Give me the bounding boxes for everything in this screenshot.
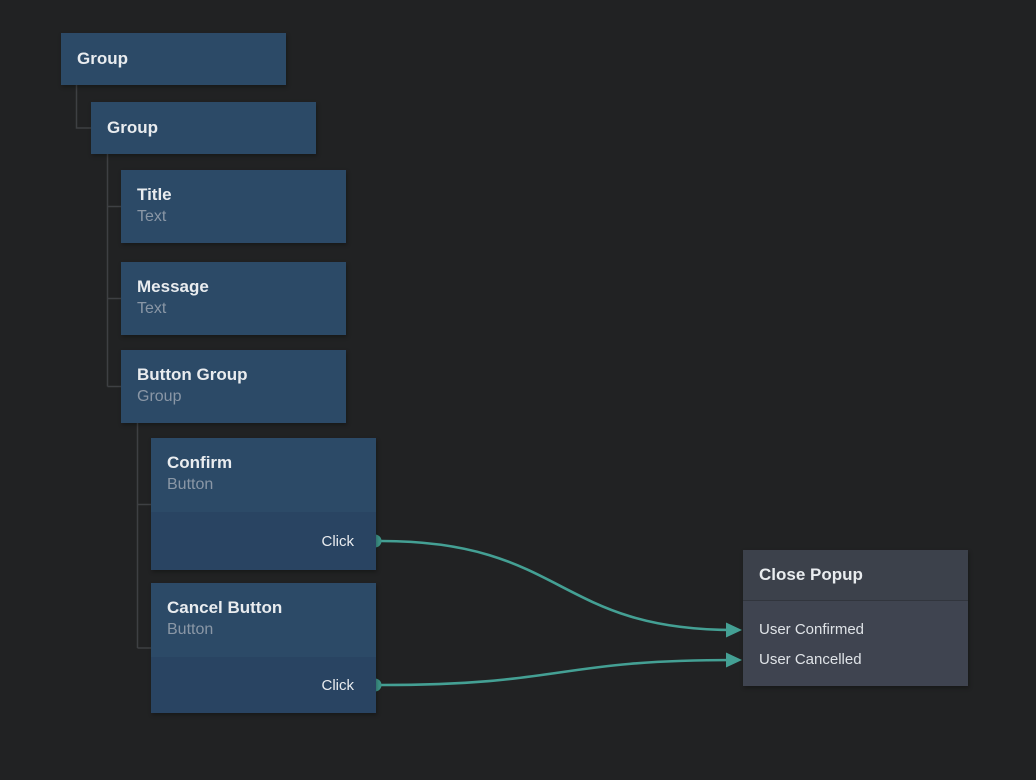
- node-confirm-button[interactable]: Confirm Button Click: [151, 438, 376, 570]
- input-row-user-confirmed[interactable]: User Confirmed: [743, 614, 968, 644]
- node-title-text[interactable]: Title Text: [121, 170, 346, 243]
- edge-confirm-click-to-user-confirmed[interactable]: [380, 539, 735, 632]
- node-title-label: Close Popup: [759, 565, 863, 584]
- confirm-click-event-row[interactable]: Click: [151, 512, 376, 570]
- node-title-label: Group: [77, 49, 128, 69]
- input-row-user-cancelled[interactable]: User Cancelled: [743, 644, 968, 674]
- node-cancel-button[interactable]: Cancel Button Button Click: [151, 583, 376, 713]
- node-group-root[interactable]: Group: [61, 33, 286, 85]
- click-event-label: Click: [321, 532, 355, 550]
- node-type-label: Text: [137, 300, 167, 318]
- tree-connector-group-to-children: [106, 154, 121, 388]
- node-title-label: Confirm: [167, 453, 233, 472]
- node-title-label: Message: [137, 277, 209, 296]
- node-button-group[interactable]: Button Group Group: [121, 350, 346, 423]
- node-type-label: Text: [137, 208, 167, 226]
- node-message-text[interactable]: Message Text: [121, 262, 346, 335]
- edge-arrowhead-user-cancelled: [726, 652, 742, 668]
- node-title-label: Cancel Button: [167, 598, 283, 617]
- node-type-label: Button: [167, 621, 214, 639]
- node-title-label: Group: [107, 118, 158, 138]
- edge-cancel-click-to-user-cancelled[interactable]: [380, 658, 735, 687]
- input-label: User Confirmed: [759, 620, 865, 638]
- click-event-label: Click: [321, 676, 355, 694]
- cancel-click-event-row[interactable]: Click: [151, 657, 376, 713]
- tree-connector-buttongroup-to-children: [136, 423, 151, 649]
- node-title-label: Title: [137, 185, 172, 204]
- node-type-label: Group: [137, 388, 182, 406]
- tree-connector-root-to-group: [75, 85, 91, 129]
- edge-arrowhead-user-confirmed: [726, 622, 742, 638]
- node-title-label: Button Group: [137, 365, 248, 384]
- input-label: User Cancelled: [759, 650, 862, 668]
- close-popup-header: Close Popup: [743, 550, 968, 601]
- node-type-label: Button: [167, 476, 214, 494]
- node-close-popup[interactable]: Close Popup User Confirmed User Cancelle…: [743, 550, 968, 686]
- node-group-child[interactable]: Group: [91, 102, 316, 154]
